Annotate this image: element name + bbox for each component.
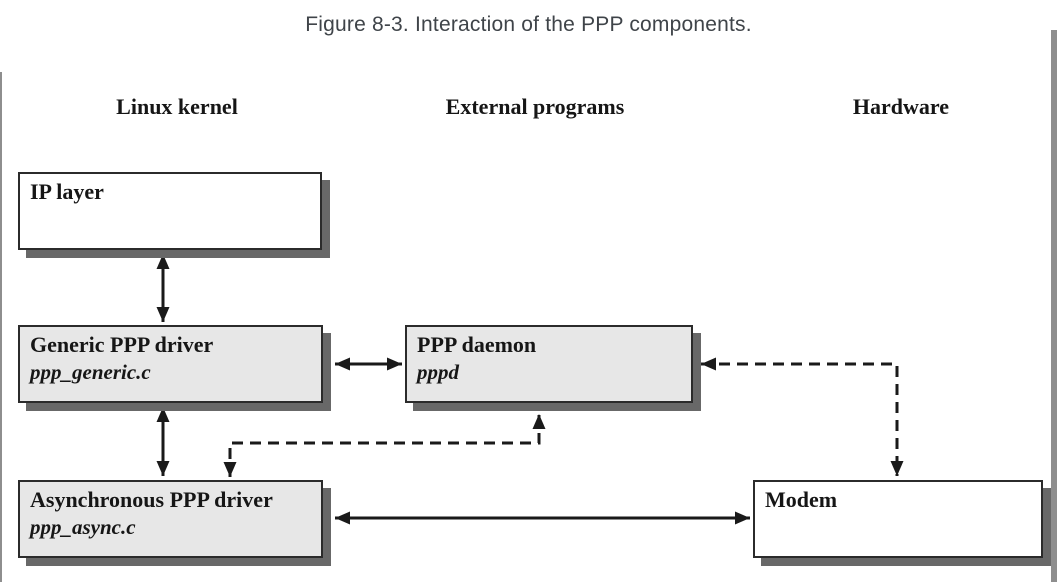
node-ppp-daemon: PPP daemon pppd [405, 325, 693, 403]
dashed-arrow-ppp-daemon-modem [701, 357, 904, 476]
figure-caption: Figure 8-3. Interaction of the PPP compo… [305, 13, 752, 36]
node-modem: Modem [753, 480, 1043, 558]
node-async-ppp-driver-filename: ppp_async.c [30, 515, 136, 539]
node-generic-ppp-driver: Generic PPP driver ppp_generic.c [18, 325, 323, 403]
node-modem-title: Modem [765, 487, 838, 512]
column-header-external-programs: External programs [445, 94, 625, 119]
node-ppp-daemon-title: PPP daemon [417, 332, 537, 357]
dashed-arrow-ppp-daemon-async-driver [223, 414, 546, 477]
right-edge-rule [1051, 30, 1057, 582]
node-ip-layer-title: IP layer [30, 179, 104, 204]
left-edge-rule [0, 72, 2, 582]
node-generic-ppp-driver-filename: ppp_generic.c [30, 360, 151, 384]
node-ppp-daemon-filename: pppd [417, 360, 459, 384]
node-async-ppp-driver: Asynchronous PPP driver ppp_async.c [18, 480, 323, 558]
node-generic-ppp-driver-title: Generic PPP driver [30, 332, 214, 357]
column-header-hardware: Hardware [852, 94, 950, 119]
node-ip-layer: IP layer [18, 172, 322, 250]
node-async-ppp-driver-title: Asynchronous PPP driver [30, 487, 273, 512]
column-header-linux-kernel: Linux kernel [116, 94, 238, 119]
